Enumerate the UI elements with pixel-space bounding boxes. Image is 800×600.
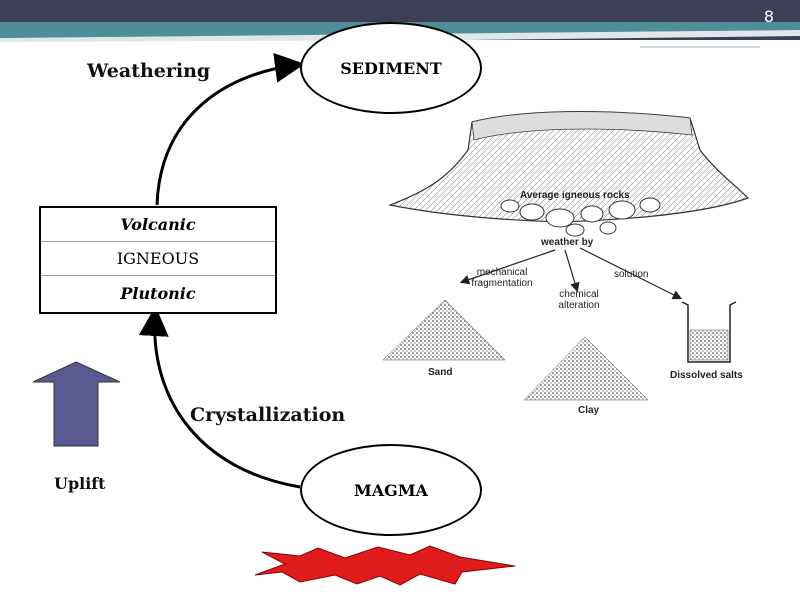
solution-arrow [579,247,683,300]
sediment-label: SEDIMENT [340,58,442,78]
crystallization-arrow [138,306,301,489]
igneous-label: IGNEOUS [41,242,275,276]
process-label: weather by [541,237,594,248]
sand-label: Sand [428,367,453,378]
sediment-ellipse: SEDIMENT [300,22,482,114]
volcanic-label: Volcanic [41,208,275,242]
dissolved-salts-label: Dissolved salts [670,370,743,381]
mesa-cap [471,111,693,141]
chemical-arrow [564,249,580,293]
clay-label: Clay [578,405,600,416]
sand-pile [382,299,506,361]
solution-label: solution [614,269,649,280]
weathering-label: Weathering [87,60,211,82]
magma-ellipse: MAGMA [300,444,482,536]
weathering-arrow [155,52,305,206]
beaker [681,301,737,363]
magma-burst [254,545,516,586]
clay-pile [523,336,649,401]
boulders [500,197,661,237]
mesa-drawing [387,111,750,223]
crystallization-label: Crystallization [190,404,346,426]
magma-label: MAGMA [354,480,428,500]
igneous-box: Volcanic IGNEOUS Plutonic [39,206,277,314]
slide-number: 8 [763,7,774,26]
mechanical-arrow [459,249,556,285]
thin-stripe [640,46,760,48]
plutonic-label: Plutonic [120,283,196,303]
white-stripe [470,40,800,43]
chemical-label: chemical alteration [558,289,600,311]
uplift-label: Uplift [54,474,106,493]
mechanical-label: mechanical fragmentation [471,267,533,289]
uplift-arrow [32,361,121,447]
source-label: Average igneous rocks [520,190,630,201]
